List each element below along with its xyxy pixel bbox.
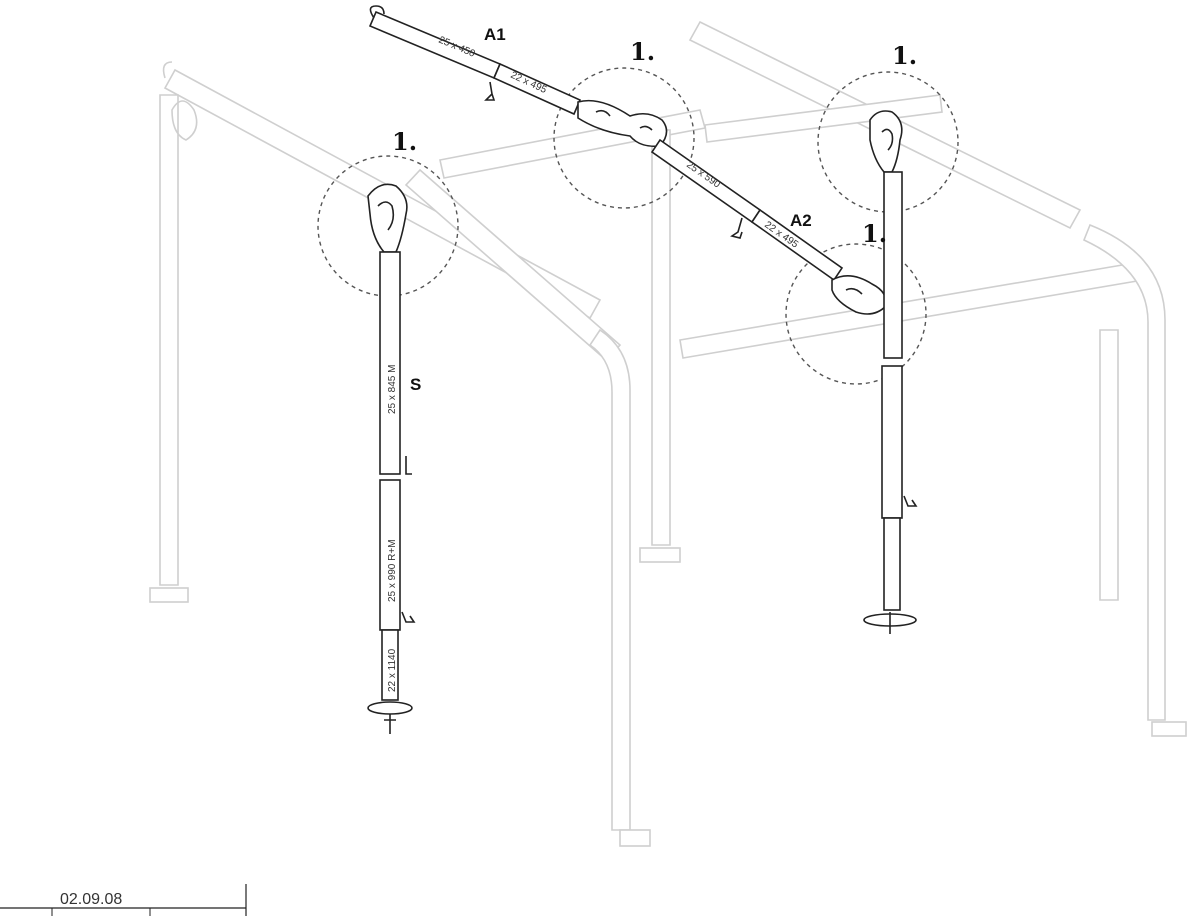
hook-clip-icon <box>484 81 496 101</box>
spike-icon <box>384 714 396 734</box>
s-tube-2-label: 25 x 990 R+M <box>387 539 398 602</box>
step-label-left: 1. <box>392 127 417 156</box>
right-pole-tube-1 <box>883 171 903 359</box>
joint-connector-icon <box>831 275 888 315</box>
a1-label: A1 <box>484 25 506 44</box>
a1-tube-1 <box>368 10 502 80</box>
footer-date: 02.09.08 <box>60 891 122 908</box>
hook-clip-icon <box>367 183 408 253</box>
step-label-lower-right: 1. <box>862 219 887 248</box>
step-label-top-middle: 1. <box>630 37 655 66</box>
a1-tube-2 <box>492 62 582 116</box>
hook-clip-icon <box>405 456 412 475</box>
detail-circle-left <box>317 155 459 297</box>
joint-connector-icon <box>577 99 668 148</box>
a2-label: A2 <box>790 211 812 230</box>
s-tube-1 <box>379 251 401 475</box>
hook-clip-icon <box>369 5 385 19</box>
detail-circles <box>317 67 959 385</box>
detail-circle-lower-right <box>785 243 927 385</box>
footer-table: 02.09.08 <box>0 884 247 916</box>
s-tube-3-label: 22 x 1140 <box>387 648 398 692</box>
hook-clip-icon <box>401 611 416 623</box>
s-pole: 25 x 845 M 25 x 990 R+M 22 x 1140 S <box>367 183 421 734</box>
s-label: S <box>410 375 421 394</box>
hook-clip-icon <box>730 217 743 239</box>
right-pole-tube-2 <box>881 365 903 519</box>
s-tube-1-label: 25 x 845 M <box>387 365 398 414</box>
detail-circle-top-middle <box>553 67 695 209</box>
hook-clip-icon <box>903 495 918 507</box>
s-tube-3 <box>381 629 399 701</box>
step-label-top-right: 1. <box>892 41 917 70</box>
step-labels: 1. 1. 1. 1. <box>392 37 917 248</box>
detail-circle-top-right <box>817 71 959 213</box>
rafter-a1-a2: 25 x 450 22 x 495 25 x 590 22 x 495 A1 A… <box>368 5 888 315</box>
hook-clip-icon <box>869 110 903 173</box>
ground-plate-icon <box>863 612 917 634</box>
right-pole-tube-3 <box>883 517 901 611</box>
ground-plate-icon <box>367 701 413 715</box>
right-pole <box>863 110 918 634</box>
